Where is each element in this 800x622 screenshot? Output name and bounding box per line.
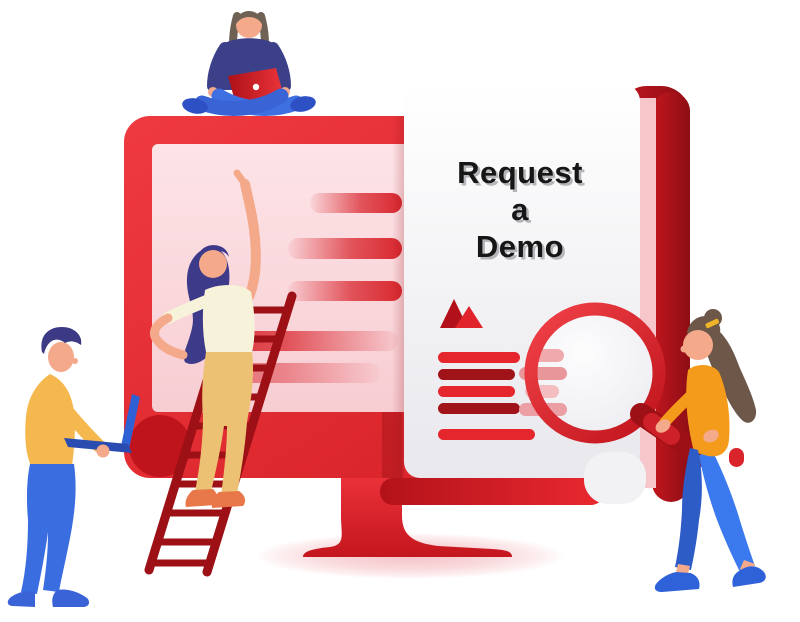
- torso: [202, 284, 255, 358]
- head: [199, 250, 227, 278]
- shoe: [654, 572, 700, 592]
- pants: [195, 352, 254, 496]
- document-icon: Request a Demo Request a Demo: [404, 85, 690, 504]
- hair-top: [235, 11, 263, 26]
- shoe: [7, 591, 35, 607]
- shoe: [182, 98, 208, 114]
- shoe: [732, 566, 766, 587]
- arm: [659, 384, 703, 428]
- hip-pouch: [729, 448, 744, 467]
- sleeve: [207, 42, 231, 92]
- page-bottom-curl: [380, 478, 604, 505]
- mountain-bright: [455, 306, 483, 328]
- bezel-shading: [382, 412, 402, 478]
- screen-line: [310, 193, 402, 213]
- mountain-peaks-icon: [440, 299, 483, 328]
- title-line-3: Demo: [476, 229, 564, 264]
- akimbo-arm: [150, 313, 188, 360]
- monitor-stand: [303, 478, 512, 557]
- hand: [703, 429, 719, 443]
- doc-line: [438, 386, 515, 397]
- shoe: [211, 491, 246, 508]
- shoe: [52, 589, 90, 607]
- laptop-screen: [121, 394, 140, 449]
- person-climbing-ladder: [150, 169, 261, 508]
- laptop-icon: [64, 438, 132, 453]
- shoe: [185, 489, 219, 507]
- title-line-1: Request: [457, 155, 583, 190]
- title-shadow: a: [514, 195, 532, 230]
- demo-title: Request a Demo Request a Demo: [457, 155, 585, 267]
- raised-hand: [233, 169, 249, 188]
- doc-line: [438, 369, 515, 380]
- hair-tie: [705, 318, 719, 329]
- screen-line: [288, 281, 402, 301]
- page-corner-curl: [584, 452, 646, 504]
- hand: [96, 444, 110, 458]
- title-line-2: a: [511, 192, 529, 227]
- document-text-lines: [438, 352, 535, 440]
- sleeve: [267, 42, 291, 92]
- doc-line: [438, 403, 520, 414]
- nose: [680, 345, 688, 353]
- crossed-leg: [194, 88, 289, 116]
- laptop-logo-dot: [252, 83, 260, 91]
- raised-arm: [240, 179, 261, 302]
- ankle: [676, 564, 690, 574]
- back-leg: [699, 450, 755, 572]
- bezel-shadow-blob: [129, 415, 191, 477]
- person-with-laptop-left: [7, 327, 140, 607]
- head: [236, 12, 262, 38]
- document-edge-shadow: [392, 116, 404, 478]
- hair-top: [198, 245, 229, 259]
- head: [683, 330, 713, 360]
- hand: [655, 419, 671, 433]
- front-leg: [675, 448, 702, 570]
- title-shadow: Request: [460, 158, 586, 193]
- person-right: [654, 309, 766, 592]
- title-shadow: Demo: [478, 232, 566, 267]
- arm: [694, 428, 717, 450]
- person-sitting-on-monitor: [182, 11, 316, 116]
- screen-line: [288, 238, 402, 259]
- pants: [21, 464, 76, 594]
- shoe: [290, 96, 316, 112]
- hair: [41, 327, 82, 354]
- magnifier-ring: [524, 302, 666, 444]
- doc-line: [438, 429, 535, 440]
- doc-line: [438, 352, 520, 363]
- nose: [72, 358, 78, 364]
- head: [48, 342, 74, 372]
